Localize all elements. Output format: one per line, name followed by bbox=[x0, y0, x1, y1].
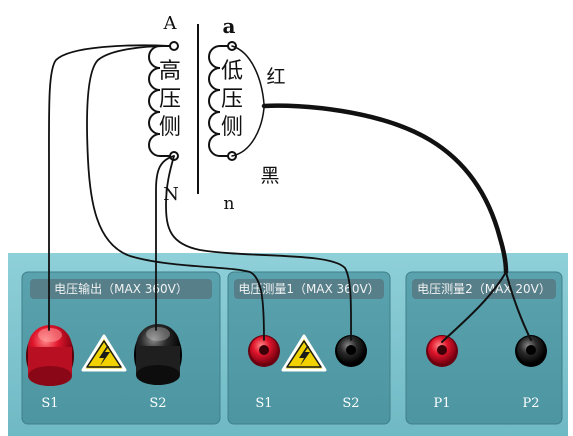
lv-side-char: 低 bbox=[221, 59, 243, 84]
label-hv-a: A bbox=[163, 13, 178, 34]
transformer-symbol: A N a n 高 压 侧 低 压 侧 红 黑 bbox=[148, 13, 286, 214]
panel-title-bar bbox=[412, 279, 556, 299]
lv-side-char: 压 bbox=[221, 87, 243, 112]
panel-title-bar bbox=[30, 279, 212, 299]
lv-side-char: 侧 bbox=[221, 115, 243, 140]
s1-measure-jack[interactable] bbox=[248, 335, 280, 367]
terminal-label-s1: S1 bbox=[255, 396, 272, 411]
wire-to-p2 bbox=[505, 271, 532, 341]
s1-output-terminal[interactable] bbox=[26, 325, 74, 386]
terminal-label-s2: S2 bbox=[149, 396, 166, 411]
wire-a-to-measure1-s1 bbox=[86, 45, 265, 341]
high-voltage-warning-icon bbox=[81, 334, 127, 372]
panel-title: 电压测量2（MAX 20V） bbox=[417, 282, 551, 296]
lv-winding bbox=[208, 45, 231, 157]
panel-face bbox=[405, 271, 563, 425]
panel-title-bar bbox=[234, 279, 384, 299]
terminal-a-upper bbox=[169, 41, 179, 51]
hv-side-char: 高 bbox=[159, 59, 181, 84]
wire-to-p1 bbox=[441, 271, 507, 343]
panel-voltage-output: 电压输出（MAX 360V） S1 S2 bbox=[21, 271, 221, 425]
label-red-lead: 红 bbox=[266, 66, 285, 88]
cable-to-measure2 bbox=[261, 103, 509, 275]
panel-title: 电压输出（MAX 360V） bbox=[54, 281, 188, 296]
hv-side-char: 压 bbox=[159, 87, 181, 112]
s2-output-terminal[interactable] bbox=[134, 324, 182, 385]
wiring bbox=[48, 44, 532, 343]
terminal-label-p2: P2 bbox=[522, 396, 539, 411]
panel-voltage-measure-2: 电压测量2（MAX 20V） P1 P2 bbox=[405, 271, 563, 425]
p1-measure-jack[interactable] bbox=[426, 335, 458, 367]
wire-a-to-output-s1 bbox=[48, 44, 171, 331]
panel-voltage-measure-1: 电压测量1（MAX 360V） S1 S2 bbox=[227, 271, 391, 425]
label-black-lead: 黑 bbox=[260, 165, 279, 187]
hv-winding bbox=[148, 45, 171, 157]
s2-measure-jack[interactable] bbox=[335, 335, 367, 367]
terminal-label-s1: S1 bbox=[41, 396, 58, 411]
terminal-label-p1: P1 bbox=[433, 396, 450, 411]
wire-n-to-measure1-s2 bbox=[165, 155, 352, 341]
label-lv-a: a bbox=[223, 14, 236, 38]
terminal-label-s2: S2 bbox=[342, 396, 359, 411]
hv-side-char: 侧 bbox=[159, 115, 181, 140]
panel-title: 电压测量1（MAX 360V） bbox=[238, 282, 379, 296]
p2-measure-jack[interactable] bbox=[515, 335, 547, 367]
panel-face bbox=[21, 271, 221, 425]
label-lv-n: n bbox=[224, 194, 235, 214]
wire-n-lower-lead bbox=[231, 107, 265, 157]
wire-a-lower-lead bbox=[231, 45, 265, 105]
high-voltage-warning-icon bbox=[281, 334, 327, 372]
wire-n-to-output-s2 bbox=[155, 155, 175, 331]
